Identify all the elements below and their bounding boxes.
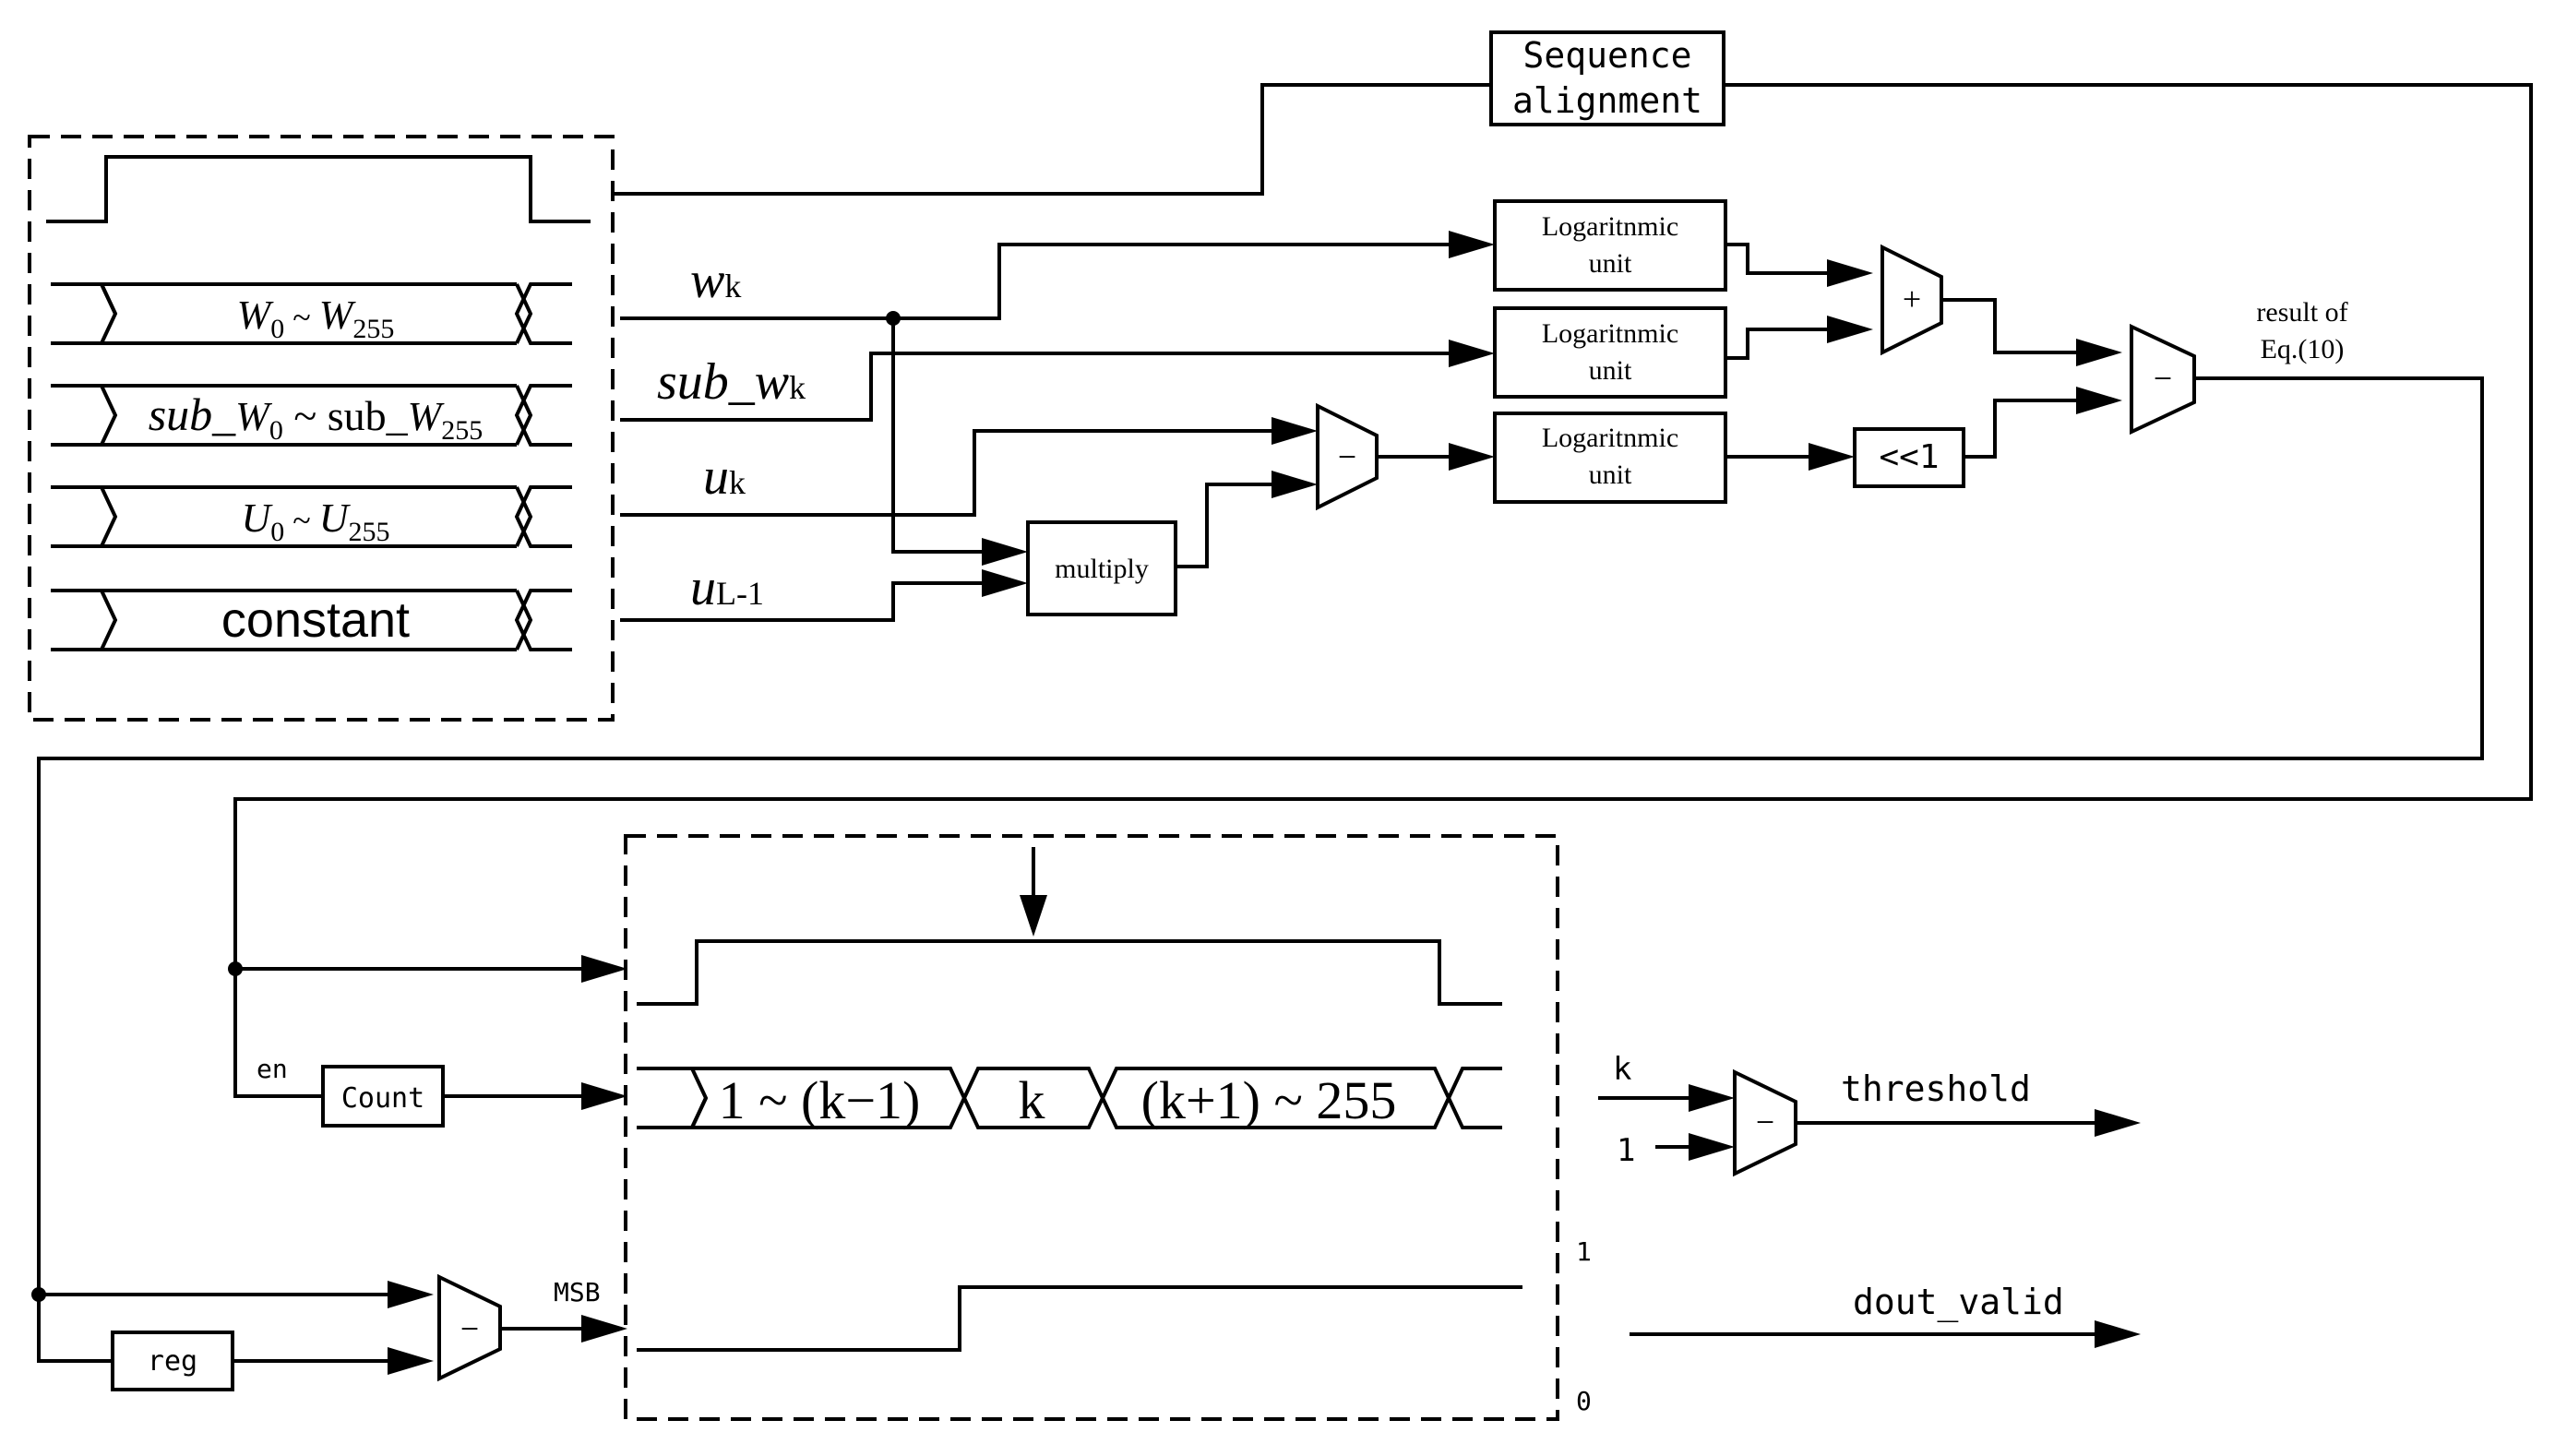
en-label: en [257,1054,288,1084]
subtractor-uk: − [1316,402,1379,511]
logarithmic-unit-2: Logaritnmic unit [1493,306,1727,399]
junction-dot [228,961,243,976]
bus-label-constant: constant [221,592,410,648]
svg-text:Sequence: Sequence [1522,35,1691,76]
bus-row-constant [51,589,572,651]
threshold-label: threshold [1841,1068,2031,1109]
svg-text:reg: reg [148,1345,197,1378]
level-high-label: 1 [1576,1236,1592,1267]
svg-text:unit: unit [1589,248,1632,279]
shift-block: <<1 [1853,427,1965,488]
dout-valid-label: dout_valid [1853,1282,2064,1323]
svg-text:Logaritnmic: Logaritnmic [1542,423,1678,453]
bus-row-u [51,485,572,548]
svg-text:alignment: alignment [1512,80,1702,121]
signal-label-ul1: uL-1 [690,559,764,616]
level-low-label: 0 [1576,1386,1592,1416]
count-seg-2: k [1019,1070,1045,1130]
result-label-eq: Eq.(10) [2261,334,2345,364]
wires [37,83,2533,1363]
count-seg-1: 1 ~ (k−1) [719,1070,921,1130]
junction-dot [31,1287,46,1302]
arrowheads [388,231,2141,1375]
count-seg-3: (k+1) ~ 255 [1141,1070,1397,1130]
multiply-block: multiply [1026,520,1177,616]
signal-label-wk: wk [690,252,741,309]
bus-label-w: W0 ~ W255 [237,292,395,344]
sequence-alignment-block: Sequence alignment [1489,30,1725,126]
svg-text:Count: Count [341,1082,424,1115]
logarithmic-unit-1: Logaritnmic unit [1493,199,1727,292]
bus-label-u: U0 ~ U255 [241,495,389,547]
svg-text:Logaritnmic: Logaritnmic [1542,211,1678,242]
count-block: Count [321,1065,445,1128]
svg-text:−: − [1338,438,1356,475]
svg-text:multiply: multiply [1055,554,1149,584]
svg-text:Logaritnmic: Logaritnmic [1542,318,1678,349]
bus-row-w [51,282,572,345]
output-timing-box: 1 ~ (k−1) k (k+1) ~ 255 [624,834,1559,1421]
signal-label-sub-wk: sub_wk [657,353,806,411]
svg-text:unit: unit [1589,459,1632,490]
signal-label-uk: uk [703,448,746,506]
msb-label: MSB [554,1277,601,1307]
reg-block: reg [111,1331,234,1391]
result-label: result of [2256,297,2347,328]
subtractor-final: − [2130,323,2196,436]
one-label: 1 [1617,1132,1635,1169]
subtractor-msb: − [437,1273,502,1382]
input-timing-box: W0 ~ W255 sub_W0 ~ sub_W255 U0 ~ U255 co… [28,135,615,722]
bus-label-sub-w: sub_W0 ~ sub_W255 [149,388,484,446]
k-label: k [1613,1051,1631,1088]
svg-text:−: − [460,1310,479,1347]
adder: + [1880,244,1943,356]
bus-row-sub-w [51,384,572,447]
svg-text:−: − [1756,1104,1774,1140]
logarithmic-unit-3: Logaritnmic unit [1493,412,1727,504]
svg-text:unit: unit [1589,355,1632,386]
svg-text:<<1: <<1 [1879,438,1939,476]
svg-text:−: − [2154,360,2172,397]
junction-dot [886,311,901,326]
svg-text:+: + [1903,280,1921,317]
subtractor-threshold: − [1733,1068,1797,1177]
